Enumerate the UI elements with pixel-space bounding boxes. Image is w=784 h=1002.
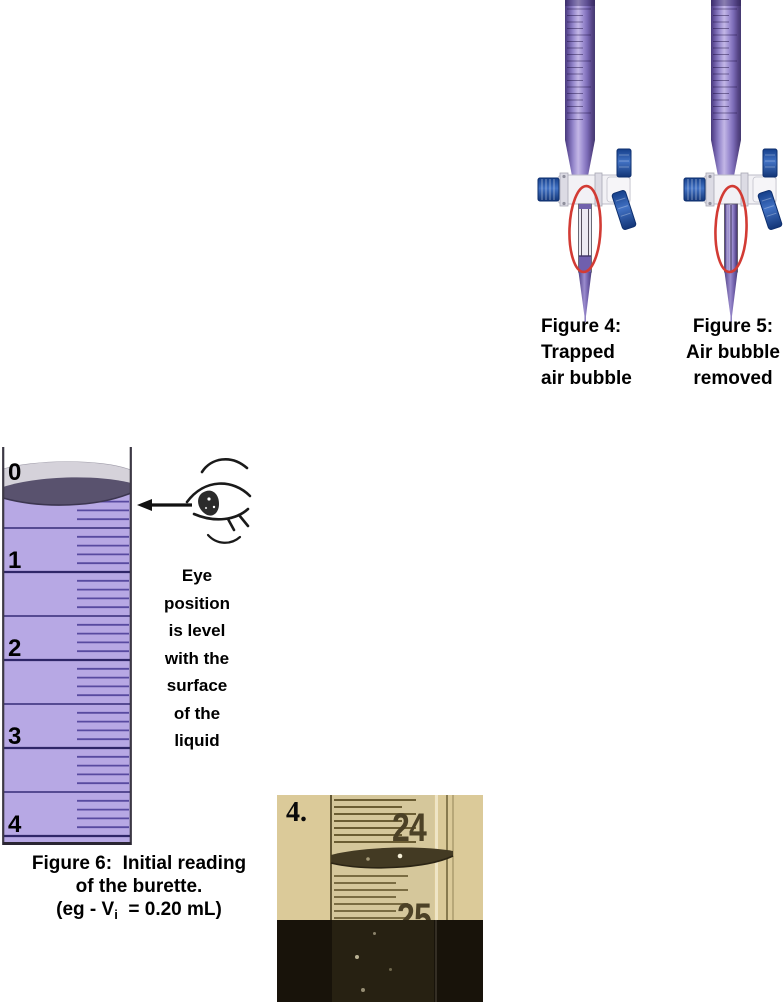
note-line: is level [168, 621, 226, 640]
note-line: Eye [181, 566, 213, 585]
scale-label-1: 1 [8, 547, 21, 574]
air-bubble-highlight-ellipse [714, 184, 748, 274]
upper-eyelid-stroke [185, 482, 252, 504]
air-bubble-dot [361, 988, 365, 992]
scale-label-0: 0 [8, 459, 21, 486]
meniscus-bubble-dot [397, 853, 403, 859]
plug-ridges [619, 154, 629, 168]
caption-line: Figure 6: Initial reading [31, 853, 247, 874]
tube-graduation-lines [567, 8, 591, 120]
tube-highlight-faint [435, 920, 437, 1002]
caption-line: Figure 5: [692, 316, 774, 337]
figure5-caption: Figure 5: Air bubble removed [681, 314, 784, 392]
note-line: surface [166, 676, 228, 695]
clip-bolt [708, 201, 712, 206]
caption-line: air bubble [541, 368, 632, 389]
eye-position-note: Eye position is level with the surface o… [139, 562, 255, 755]
caption-line: Air bubble [686, 342, 780, 363]
meniscus-bubble-dot [366, 857, 370, 861]
eyebrow-stroke [200, 458, 249, 474]
formula-prefix: (eg - V [56, 899, 115, 920]
iris [198, 490, 219, 516]
figure6-caption: Figure 6: Initial reading of the burette… [10, 852, 268, 926]
stopcock-plug-top [762, 148, 778, 178]
clip-bolt [562, 174, 566, 179]
burette-tip [724, 272, 738, 316]
stopcock-knob-left [683, 177, 706, 202]
note-line: of the [173, 703, 221, 723]
stopcock-handle [757, 190, 783, 230]
burette-tip [578, 272, 592, 316]
air-bubble-dot [389, 968, 392, 971]
tube-edge-right [446, 795, 448, 1002]
caption-line: Trapped [541, 342, 615, 363]
liquid-fill [3, 471, 131, 845]
eye-icon [185, 458, 252, 544]
scale-label-4: 4 [8, 811, 22, 838]
burette-tube [565, 0, 595, 140]
figure5-burette-illustration [683, 0, 783, 322]
tube-top-rim [711, 0, 741, 6]
clip-bolt [708, 174, 712, 179]
caption-line: of the burette. [75, 876, 203, 897]
scale-label-2: 2 [8, 635, 21, 662]
eyelash-stroke [237, 513, 250, 528]
photo-background-dark [277, 920, 483, 1002]
iris-highlight [204, 506, 208, 510]
figure4-burette-illustration [537, 0, 637, 322]
air-bubble-highlight-ellipse [568, 184, 602, 274]
caption-line: removed [693, 368, 773, 389]
tube-taper [565, 140, 595, 176]
scale-label-3: 3 [8, 723, 21, 750]
stopcock-knob-left [537, 177, 560, 202]
tube-graduation-lines [713, 8, 737, 120]
photo-corner-label: 4. [286, 797, 307, 828]
stopcock-clip-left [559, 172, 569, 207]
knob-knurling [541, 179, 555, 200]
caption-line: Figure 4: [541, 316, 622, 337]
formula-suffix: = 0.20 mL) [117, 899, 222, 920]
lower-eyelid-stroke [192, 507, 250, 521]
tube-edge-left [330, 795, 332, 1002]
burette-reading-photo: 24 25 4. [277, 795, 483, 1002]
knob-knurling [687, 179, 701, 200]
liquid-below-bubble [579, 256, 591, 272]
clip-bolt [562, 201, 566, 206]
stopcock-plug-top [616, 148, 632, 178]
meniscus-bottom-edge [2, 492, 132, 506]
ticks-above-meniscus [334, 799, 416, 843]
scale-minor-ticks [77, 491, 129, 829]
cheek-stroke [206, 533, 242, 544]
formula-subscript: i [114, 907, 118, 922]
caption-formula: (eg - Vi = 0.20 mL) [10, 898, 268, 926]
iris-highlight [212, 505, 216, 509]
photo-graduation-ticks [334, 799, 416, 919]
photo-scale-number-24: 24 [392, 806, 427, 850]
plug-ridges [765, 154, 775, 168]
meniscus-dark-band [3, 477, 131, 506]
tube-outer-shadow [452, 795, 454, 1002]
tube-top-rim [565, 0, 595, 6]
figure6-burette-scale: 0 1 2 3 4 [2, 447, 132, 845]
note-line: liquid [174, 731, 220, 750]
burette-tube [711, 0, 741, 140]
air-bubble-dot [355, 955, 359, 959]
iris-highlight [207, 497, 211, 501]
tube-silhouette [332, 920, 434, 1002]
sight-line-arrow [137, 499, 192, 511]
air-bubble-dot [373, 932, 376, 935]
figure4-caption: Figure 4: Trapped air bubble [541, 314, 651, 392]
photo-meniscus [330, 847, 454, 869]
tube-taper [711, 140, 741, 176]
ticks-below-meniscus [334, 875, 408, 919]
stopcock-clip-left [705, 172, 715, 207]
note-line: with the [164, 648, 230, 668]
stopcock-handle [611, 190, 637, 230]
liquid-above-bubble [579, 204, 591, 209]
tube-highlight-right [435, 795, 438, 1002]
note-line: position [163, 593, 231, 613]
eyelash-stroke [226, 517, 236, 532]
